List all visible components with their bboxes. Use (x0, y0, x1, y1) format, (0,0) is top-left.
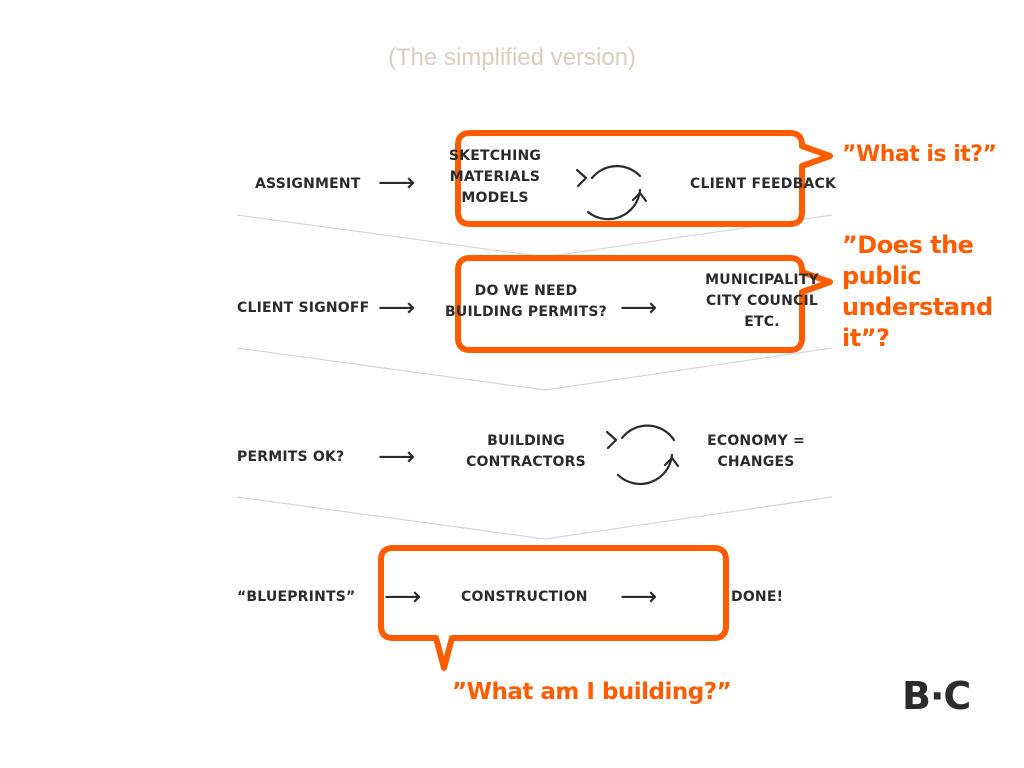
row-middle-label: CONSTRUCTION (461, 589, 588, 605)
bc-logo: B·C (902, 674, 971, 718)
callout-public: ”Does the public understand it”? (842, 231, 993, 352)
callout-box-public (455, 255, 833, 353)
row-end-label: ECONOMY = CHANGES (707, 433, 805, 470)
row-end-label: CLIENT FEEDBACK (690, 176, 837, 192)
row-start-label: “BLUEPRINTS” (237, 589, 356, 605)
right-arrow-icon: ⟶ (378, 293, 416, 323)
row-start-label: CLIENT SIGNOFF (237, 300, 370, 316)
right-arrow-icon: ⟶ (384, 582, 422, 612)
row-divider (236, 496, 833, 540)
row-end-label: MUNICIPALITY CITY COUNCIL ETC. (705, 272, 819, 330)
right-arrow-icon: ⟶ (378, 442, 416, 472)
row-start-label: PERMITS OK? (237, 449, 345, 465)
callout-what-is-it: ”What is it?” (842, 142, 997, 167)
cycle-icon (605, 424, 680, 485)
subtitle: (The simplified version) (387, 44, 637, 71)
callout-building: ”What am I building?” (452, 679, 732, 705)
right-arrow-icon: ⟶ (620, 293, 658, 323)
right-arrow-icon: ⟶ (620, 582, 658, 612)
row-middle-label: DO WE NEED BUILDING PERMITS? (445, 283, 607, 320)
row-middle-label: BUILDING CONTRACTORS (466, 433, 586, 470)
callout-box-what-is-it (455, 130, 833, 227)
row-end-label: DONE! (731, 589, 784, 605)
cycle-icon (575, 165, 648, 221)
callout-box-building (378, 545, 729, 671)
right-arrow-icon: ⟶ (378, 168, 416, 198)
row-divider (236, 347, 833, 391)
row-middle-label: SKETCHING MATERIALS MODELS (448, 148, 542, 206)
row-start-label: ASSIGNMENT (255, 176, 361, 192)
